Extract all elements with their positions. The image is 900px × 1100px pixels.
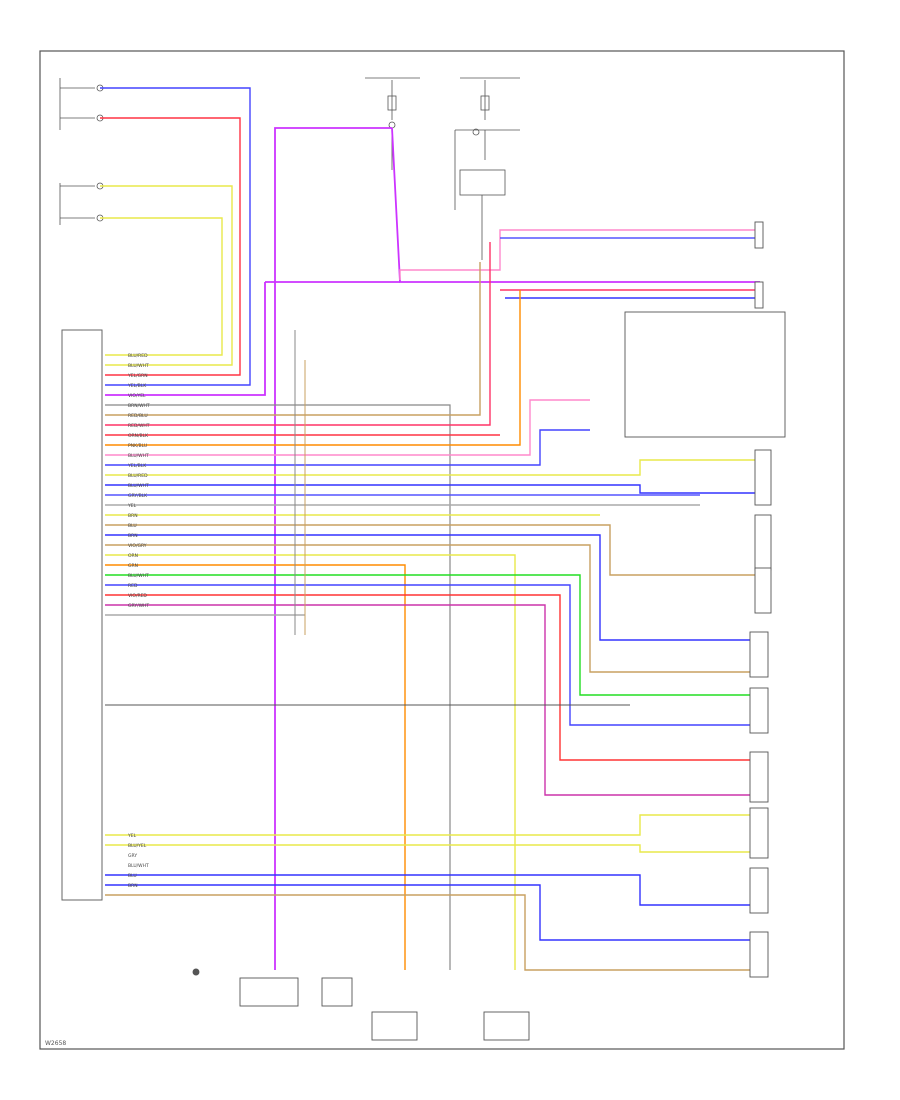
pin-label: RED <box>128 583 138 589</box>
pin-label: YEL/BLK <box>127 463 147 469</box>
pin-label: PNK/BLU <box>128 443 147 449</box>
pin-label: BRN <box>128 883 138 889</box>
pin-label: BLU/WHT <box>128 363 149 369</box>
footer-code: W2658 <box>45 1040 66 1047</box>
control-module-body <box>61 329 103 901</box>
pin-label: BLU <box>128 873 137 879</box>
pin-label: VIO/GRY <box>128 543 147 549</box>
pin-label: GRN <box>128 563 138 569</box>
pin-label: GRY/BLK <box>128 493 148 499</box>
pin-label: YEL/GRN <box>127 373 148 379</box>
pin-label: YEL <box>127 503 137 509</box>
right-components <box>624 221 786 978</box>
pin-label: YEL/BLK <box>127 383 147 389</box>
pin-label: BLU/YEL <box>128 843 147 849</box>
top-left-switches <box>59 78 130 225</box>
diagram-border <box>39 50 845 1050</box>
pin-label: BLU/WHT <box>128 573 149 579</box>
pin-label: RED/BLU <box>128 413 148 419</box>
pin-label: GRY/WHT <box>128 603 149 609</box>
pin-label: BLU/RED <box>128 473 148 479</box>
pin-label: VIO/YEL <box>128 393 146 399</box>
pin-label: BLU/RED <box>128 353 148 359</box>
pin-label: YEL <box>127 833 137 839</box>
pin-label: BLU/WHT <box>128 453 149 459</box>
pin-label: RED/WHT <box>128 423 150 429</box>
pin-label: BRN/WHT <box>128 403 150 409</box>
pin-label: BLU/WHT <box>128 483 149 489</box>
pin-label: BLU <box>128 523 137 529</box>
pin-label: VIO/RED <box>128 593 147 599</box>
power-distribution <box>365 77 520 260</box>
pin-labels: BLU/RED BLU/WHT YEL/GRN YEL/BLK VIO/YEL BRN/W… <box>127 353 150 889</box>
pin-label: ORN/BLK <box>128 433 149 439</box>
pin-label: GRY <box>128 853 137 859</box>
pin-label: BRN <box>128 533 138 539</box>
pin-label: BLU/WHT <box>128 863 149 869</box>
pin-label: ORN <box>128 553 138 559</box>
pin-label: BRN <box>128 513 138 519</box>
harness-wires <box>100 87 760 971</box>
bottom-modules <box>192 968 530 1041</box>
control-module <box>61 329 103 901</box>
